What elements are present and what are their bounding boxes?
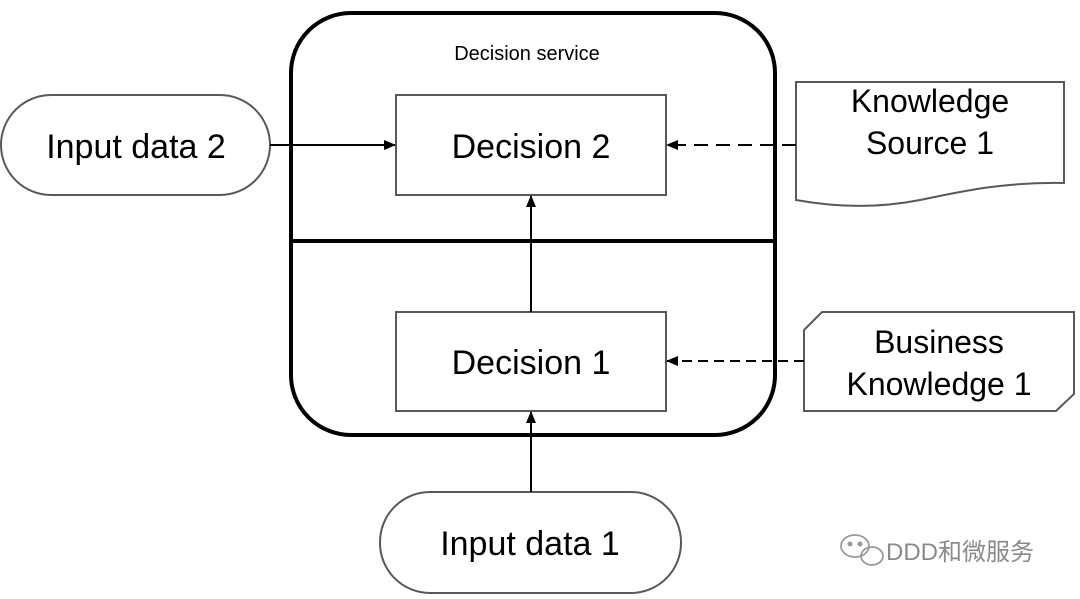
knowledge-source-1-line2: Source 1 <box>866 125 994 161</box>
input-data-1-label: Input data 1 <box>440 525 620 563</box>
decision-service-label: Decision service <box>454 43 600 65</box>
watermark: DDD和微服务 <box>840 534 1034 566</box>
wechat-icon <box>840 534 884 566</box>
knowledge-source-1-line1: Knowledge <box>851 83 1009 119</box>
decision-2-label: Decision 2 <box>452 128 611 166</box>
business-knowledge-1-line2: Knowledge 1 <box>846 366 1031 402</box>
business-knowledge-1-line1: Business <box>874 324 1004 360</box>
decision-1-label: Decision 1 <box>452 344 611 382</box>
knowledge-source-1-shape <box>795 81 1065 207</box>
decision-2-box <box>395 94 667 196</box>
decision-1-node[interactable]: Decision 1 <box>395 311 667 412</box>
business-knowledge-1-node[interactable]: Business Knowledge 1 <box>803 311 1075 412</box>
input-data-2-node[interactable]: Input data 2 <box>0 94 271 196</box>
knowledge-source-1-node[interactable]: Knowledge Source 1 <box>795 81 1065 207</box>
business-knowledge-1-shape <box>803 311 1075 412</box>
input-data-1-node[interactable]: Input data 1 <box>379 491 682 594</box>
watermark-text: DDD和微服务 <box>886 539 1034 566</box>
decision-2-node[interactable]: Decision 2 <box>395 94 667 196</box>
input-data-2-label: Input data 2 <box>46 128 226 166</box>
decision-service-container[interactable]: Decision service <box>289 11 777 437</box>
decision-service-border <box>289 11 777 437</box>
